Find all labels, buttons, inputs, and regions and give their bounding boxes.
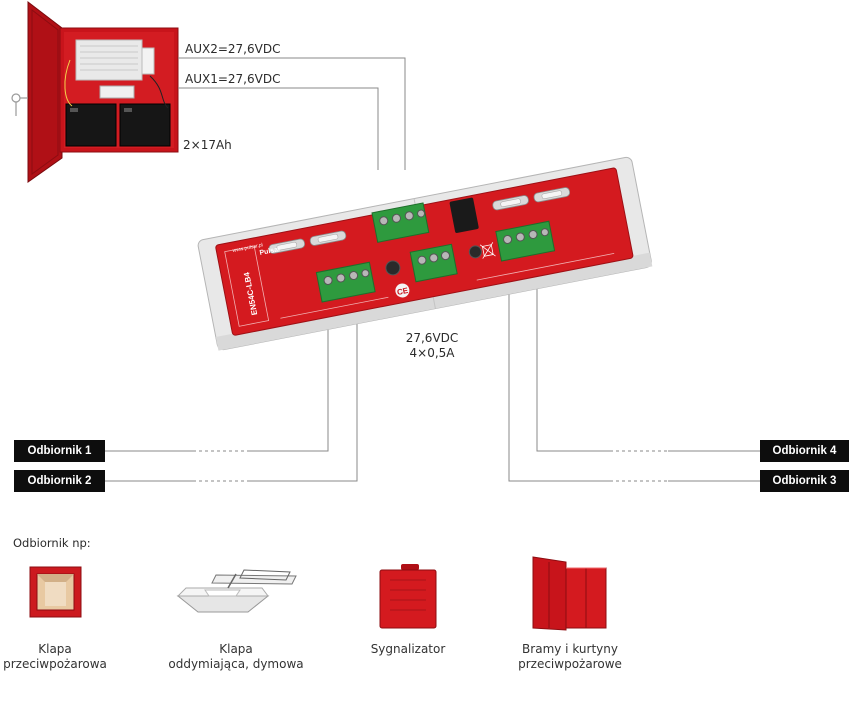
psu-board — [75, 39, 143, 81]
module-board: CE Pulsar www.pulsar.pl EN54C-LB4 — [197, 156, 653, 351]
recycle-bin-icon — [479, 242, 496, 259]
battery-2 — [119, 103, 171, 147]
example-caption-2-line2: oddymiająca, dymowa — [168, 657, 304, 671]
enclosure-door — [27, 0, 63, 183]
aux1-label: AUX1=27,6VDC — [185, 72, 281, 86]
receiver-3-wire — [508, 290, 610, 482]
example-caption-3-line1: Sygnalizator — [370, 642, 446, 656]
example-caption-4: Bramy i kurtyny przeciwpożarowe — [485, 642, 655, 672]
output-spec: 27,6VDC 4×0,5A — [387, 331, 477, 361]
example-caption-1-line1: Klapa — [38, 642, 72, 656]
example-caption-4-line1: Bramy i kurtyny — [522, 642, 618, 656]
output-voltage: 27,6VDC — [405, 331, 459, 345]
key-icon — [11, 93, 21, 103]
website-text: www.pulsar.pl — [232, 242, 263, 254]
example-caption-3: Sygnalizator — [323, 642, 493, 657]
aux2-label: AUX2=27,6VDC — [185, 42, 281, 56]
example-caption-1: Klapa przeciwpożarowa — [0, 642, 140, 672]
example-caption-1-line2: przeciwpożarowa — [3, 657, 107, 671]
example-caption-4-line2: przeciwpożarowe — [518, 657, 622, 671]
receiver-4-box: Odbiornik 4 — [760, 440, 849, 462]
brand-text: Pulsar — [259, 246, 282, 257]
aux2-wire — [178, 57, 406, 170]
receiver-1-wire — [250, 322, 329, 452]
examples-heading: Odbiornik np: — [13, 536, 91, 550]
terminal-block-in — [371, 202, 430, 243]
receiver-2-box: Odbiornik 2 — [14, 470, 105, 492]
battery-label: 2×17Ah — [183, 138, 232, 152]
ce-mark: CE — [396, 286, 409, 297]
terminal-block-out-34 — [495, 220, 556, 262]
terminal-block-trouble — [409, 243, 458, 283]
receiver-3-box: Odbiornik 3 — [760, 470, 849, 492]
capacitor — [385, 260, 401, 276]
terminal-block-out-12 — [315, 261, 376, 303]
aux1-wire — [178, 87, 379, 170]
example-caption-2-line1: Klapa — [219, 642, 253, 656]
example-caption-2: Klapa oddymiająca, dymowa — [151, 642, 321, 672]
receiver-2-wire — [250, 318, 358, 482]
relay-block — [449, 197, 479, 233]
receiver-1-box: Odbiornik 1 — [14, 440, 105, 462]
output-current: 4×0,5A — [409, 346, 455, 360]
connection-lines — [105, 57, 760, 482]
power-supply-enclosure — [11, 0, 179, 183]
receiver-4-wire — [536, 285, 610, 452]
